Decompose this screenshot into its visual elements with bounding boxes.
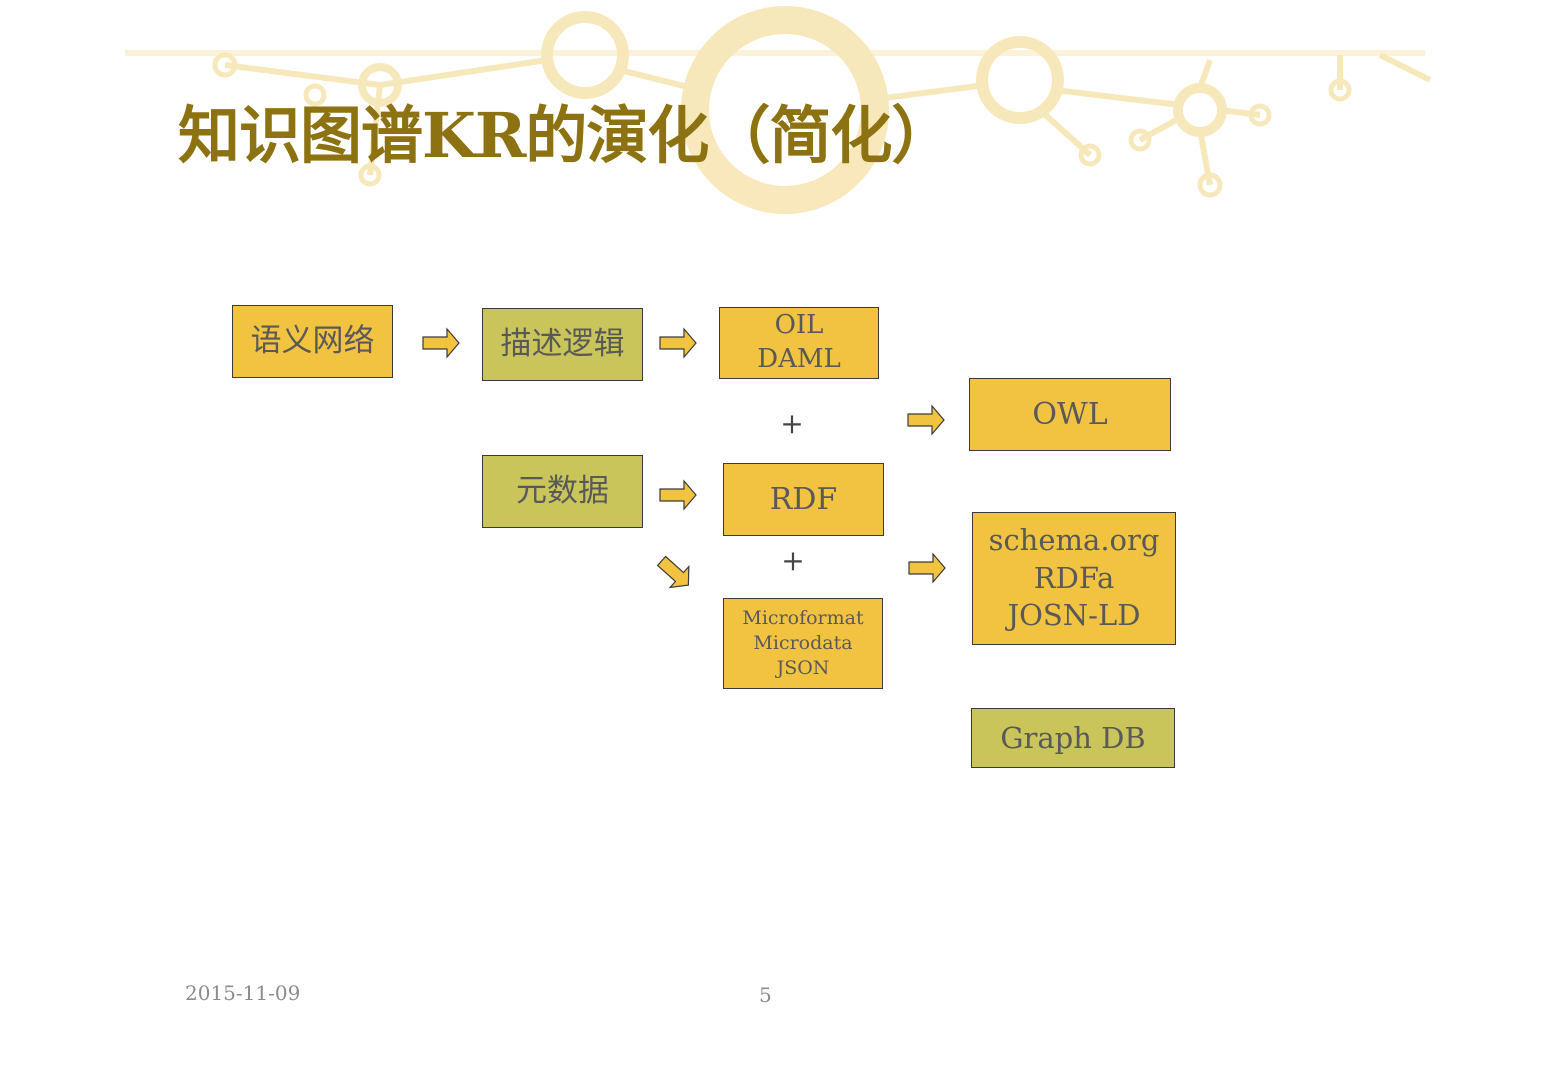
node-label: Microformat bbox=[742, 606, 863, 631]
node-oil-daml: OIL DAML bbox=[719, 307, 879, 379]
arrow-right-icon bbox=[908, 553, 946, 583]
node-graph-db: Graph DB bbox=[971, 708, 1175, 768]
arrow-down-right-icon bbox=[650, 548, 700, 598]
node-description-logic: 描述逻辑 bbox=[482, 308, 643, 381]
node-microformat: Microformat Microdata JSON bbox=[723, 598, 883, 689]
node-label: OWL bbox=[1032, 397, 1107, 433]
plus-sign: + bbox=[778, 547, 808, 575]
node-semantic-network: 语义网络 bbox=[232, 305, 393, 378]
node-label: JSON bbox=[777, 656, 830, 681]
node-label: JOSN-LD bbox=[1008, 597, 1141, 635]
node-metadata: 元数据 bbox=[482, 455, 643, 528]
arrow-right-icon bbox=[907, 405, 945, 435]
slide-title: 知识图谱KR的演化（简化） bbox=[178, 100, 952, 171]
arrow-right-icon bbox=[659, 480, 697, 510]
node-label: 描述逻辑 bbox=[501, 326, 625, 363]
node-rdf: RDF bbox=[723, 463, 884, 536]
arrow-right-icon bbox=[659, 328, 697, 358]
node-schema-org: schema.org RDFa JOSN-LD bbox=[972, 512, 1176, 645]
slide-date: 2015-11-09 bbox=[185, 981, 300, 1005]
arrow-right-icon bbox=[422, 328, 460, 358]
node-label: schema.org bbox=[989, 522, 1160, 560]
node-label: RDFa bbox=[1034, 560, 1115, 598]
node-label: OIL bbox=[775, 309, 824, 343]
node-label: Microdata bbox=[753, 631, 852, 656]
node-owl: OWL bbox=[969, 378, 1171, 451]
node-label: DAML bbox=[757, 343, 841, 377]
node-label: 语义网络 bbox=[251, 323, 375, 360]
page-number: 5 bbox=[759, 983, 772, 1007]
node-label: RDF bbox=[770, 482, 837, 518]
node-label: Graph DB bbox=[1000, 721, 1145, 756]
plus-sign: + bbox=[777, 410, 807, 438]
node-label: 元数据 bbox=[516, 473, 609, 510]
